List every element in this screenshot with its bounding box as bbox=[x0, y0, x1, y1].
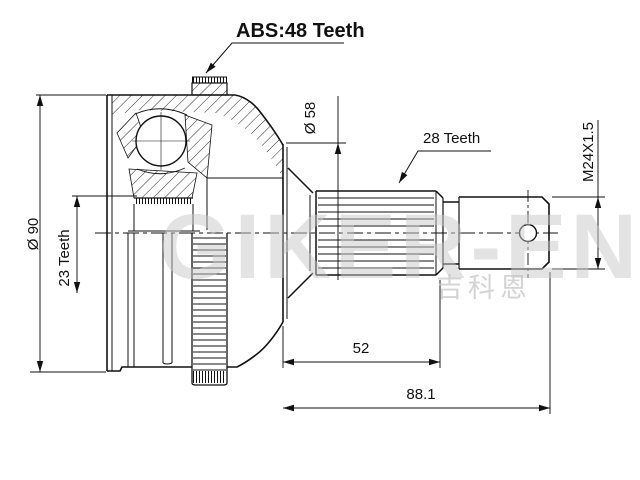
label-outer-diameter: Ø 90 bbox=[25, 218, 42, 251]
spline-shaft bbox=[287, 167, 444, 299]
dim-spline-bore: 23 Teeth bbox=[56, 195, 137, 293]
label-spline-bore: 23 Teeth bbox=[56, 229, 73, 286]
spline-teeth-lines bbox=[318, 197, 434, 269]
bell-housing bbox=[106, 94, 288, 372]
label-total-length: 88.1 bbox=[406, 386, 435, 403]
cotter-pin-hole bbox=[518, 223, 538, 243]
dim-pilot-diameter: Ø 58 bbox=[286, 96, 346, 280]
abs-ring-teeth-stripes bbox=[193, 237, 226, 371]
dim-outer-diameter: Ø 90 bbox=[25, 94, 106, 373]
abs-tone-ring bbox=[191, 76, 228, 386]
bell-wall-section-hatch bbox=[112, 95, 283, 178]
watermark-text: GIKER-EN bbox=[159, 196, 640, 298]
watermark-cjk: 吉科恩 bbox=[436, 273, 532, 303]
watermark: GIKER-EN 吉科恩 bbox=[159, 196, 640, 303]
label-spline-shaft: 28 Teeth bbox=[423, 130, 480, 147]
dim-spline-length: 52 bbox=[282, 280, 441, 368]
label-spline-length: 52 bbox=[353, 340, 370, 357]
dim-total-length: 88.1 bbox=[283, 272, 551, 414]
label-abs: ABS:48 Teeth bbox=[236, 20, 365, 42]
cage-section-right bbox=[184, 114, 213, 179]
spline-bore bbox=[128, 197, 200, 232]
leader-spline-shaft: 28 Teeth bbox=[398, 130, 491, 184]
label-pilot-diameter: Ø 58 bbox=[302, 102, 319, 135]
ball-bearing bbox=[132, 108, 190, 175]
threaded-end bbox=[442, 196, 550, 270]
label-thread: M24X1.5 bbox=[580, 122, 597, 182]
bell-external-grooves bbox=[127, 233, 173, 367]
leader-abs: ABS:48 Teeth bbox=[205, 20, 365, 74]
dim-thread: M24X1.5 bbox=[552, 120, 605, 270]
